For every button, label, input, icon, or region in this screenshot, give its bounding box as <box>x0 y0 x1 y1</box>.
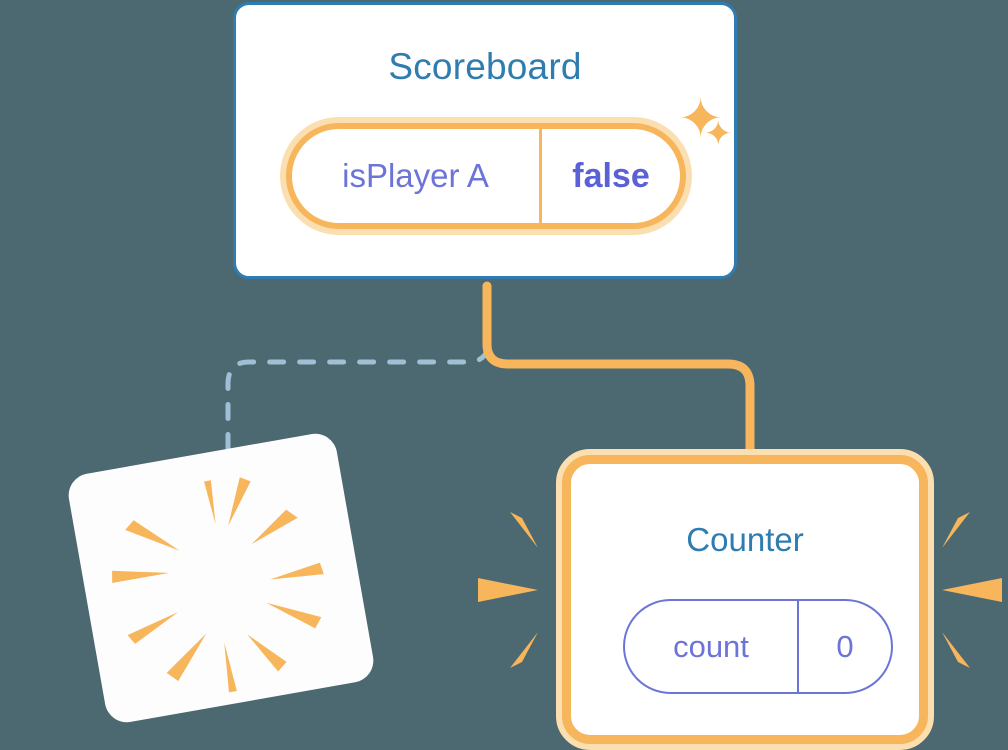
connector-scoreboard-to-counter <box>482 281 755 471</box>
burst-icon <box>112 477 324 693</box>
blank-card[interactable] <box>65 430 377 726</box>
scoreboard-state-pill[interactable]: isPlayer A false <box>280 117 692 235</box>
scoreboard-state-key: isPlayer A <box>342 157 489 194</box>
counter-state-key-cell: count <box>625 601 799 692</box>
counter-state-value: 0 <box>836 628 854 664</box>
scoreboard-pill-body[interactable]: isPlayer A false <box>286 123 686 229</box>
scoreboard-state-key-cell: isPlayer A <box>292 129 542 223</box>
counter-title: Counter <box>686 521 804 558</box>
scoreboard-state-value-cell: false <box>542 129 680 223</box>
scoreboard-state-value: false <box>572 156 650 195</box>
sparkle-small-icon: ✦ <box>704 115 733 153</box>
counter-burst-left-icon <box>478 512 538 668</box>
counter-state-key: count <box>673 628 749 664</box>
counter-state-value-cell: 0 <box>799 601 891 692</box>
counter-card-body[interactable]: Counter count 0 <box>562 455 928 744</box>
counter-card[interactable]: Counter count 0 <box>556 449 934 750</box>
scoreboard-card[interactable]: Scoreboard isPlayer A false <box>233 2 737 279</box>
sparkle-large-icon: ✦ <box>678 89 724 149</box>
scoreboard-title: Scoreboard <box>388 46 582 87</box>
counter-state-pill[interactable]: count 0 <box>623 599 893 694</box>
counter-burst-right-icon <box>942 512 1002 668</box>
